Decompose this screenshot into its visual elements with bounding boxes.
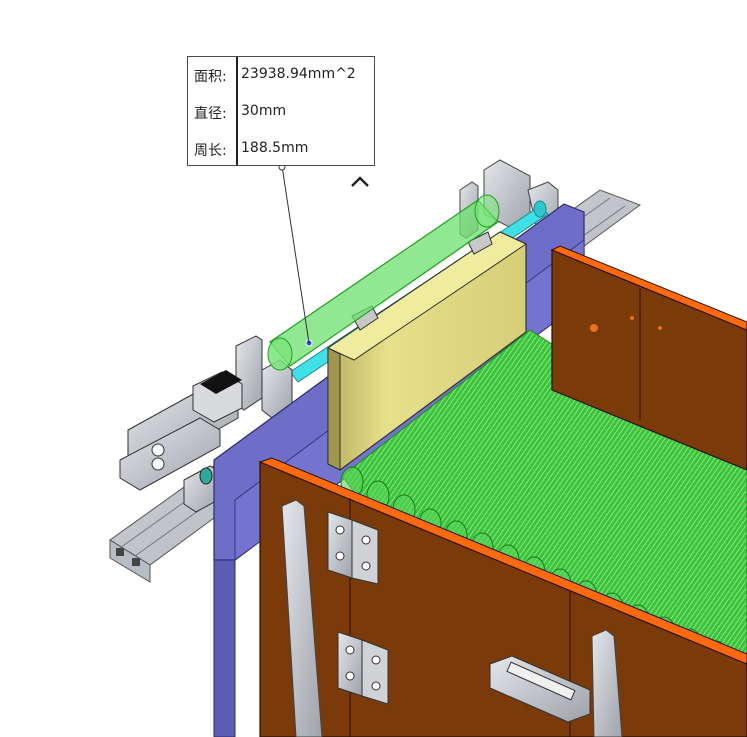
- area-value: 23938.94mm^2: [241, 66, 356, 82]
- measure-row-perimeter: 周长: 188.5mm: [188, 131, 374, 167]
- measure-divider: [236, 57, 238, 165]
- door-latch[interactable]: [489, 655, 591, 723]
- brown-panel-back[interactable]: [550, 245, 747, 471]
- measure-leader-line: [281, 165, 310, 344]
- perimeter-label: 周长:: [194, 143, 227, 159]
- diameter-label: 直径:: [194, 106, 227, 122]
- support-post-left[interactable]: [281, 499, 323, 737]
- yellow-pusher-plate[interactable]: [326, 231, 528, 471]
- hinge-bottom[interactable]: [337, 631, 389, 705]
- cylinder-assembly[interactable]: [119, 335, 293, 513]
- selected-face-cylinder[interactable]: [267, 194, 500, 371]
- chevron-up-icon: [351, 176, 369, 187]
- perimeter-value: 188.5mm: [241, 140, 309, 156]
- support-post-right[interactable]: [591, 629, 623, 737]
- collapse-callout-button[interactable]: [348, 172, 372, 192]
- measure-row-diameter: 直径: 30mm: [188, 94, 374, 130]
- diameter-value: 30mm: [241, 103, 287, 119]
- measure-row-area: 面积: 23938.94mm^2: [188, 57, 374, 93]
- hinge-top[interactable]: [327, 511, 379, 585]
- area-label: 面积:: [194, 69, 227, 85]
- measure-callout[interactable]: 面积: 23938.94mm^2 直径: 30mm 周长: 188.5mm: [187, 56, 375, 166]
